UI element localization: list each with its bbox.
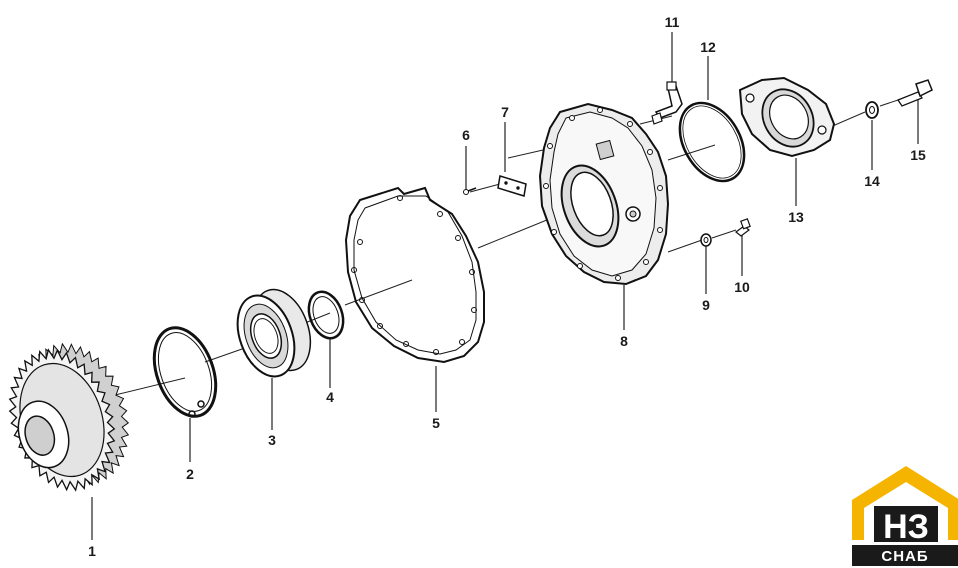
part-14-washer: [865, 101, 879, 119]
brand-logo: НЗ СНАБ: [852, 466, 958, 566]
callout-2: 2: [186, 466, 194, 482]
logo-roof: [852, 466, 958, 540]
logo-top-text: НЗ: [883, 508, 929, 546]
part-3-bearing: [236, 288, 312, 378]
callout-4: 4: [326, 389, 334, 405]
logo-bottom-text: СНАБ: [881, 548, 928, 565]
callout-1: 1: [88, 543, 96, 559]
logo-top-box: [874, 506, 938, 542]
part-7-plate: [497, 175, 527, 197]
callout-3: 3: [268, 432, 276, 448]
callout-10: 10: [734, 279, 750, 295]
callout-7: 7: [501, 104, 509, 120]
part-11-tube: [651, 81, 683, 125]
part-12-o-ring: [678, 101, 746, 183]
callout-12: 12: [700, 39, 716, 55]
callout-9: 9: [702, 297, 710, 313]
callout-11: 11: [665, 14, 680, 30]
part-9-washer: [700, 233, 712, 247]
callout-leaders: [91, 32, 919, 540]
part-10-bolt: [735, 218, 751, 237]
callout-8: 8: [620, 333, 628, 349]
part-4-retaining-ring: [307, 290, 345, 340]
part-1-gear: [8, 342, 130, 492]
part-6-pin: [463, 187, 477, 195]
callout-13: 13: [788, 209, 804, 225]
logo-bottom-bar: [852, 545, 958, 566]
part-5-gasket: [344, 186, 485, 364]
callout-15: 15: [910, 147, 926, 163]
callout-labels: 1 2 3 4 5 6 7 8 9 10 11 12 13 14 15: [88, 14, 926, 559]
callout-14: 14: [864, 173, 880, 189]
part-13-flange-cover: [738, 76, 836, 158]
gear-bore: [24, 415, 56, 456]
part-8-housing: [538, 102, 670, 286]
part-2-snap-ring: [152, 326, 218, 418]
callout-5: 5: [432, 415, 440, 431]
callout-6: 6: [462, 127, 470, 143]
part-15-bolt: [897, 79, 933, 107]
